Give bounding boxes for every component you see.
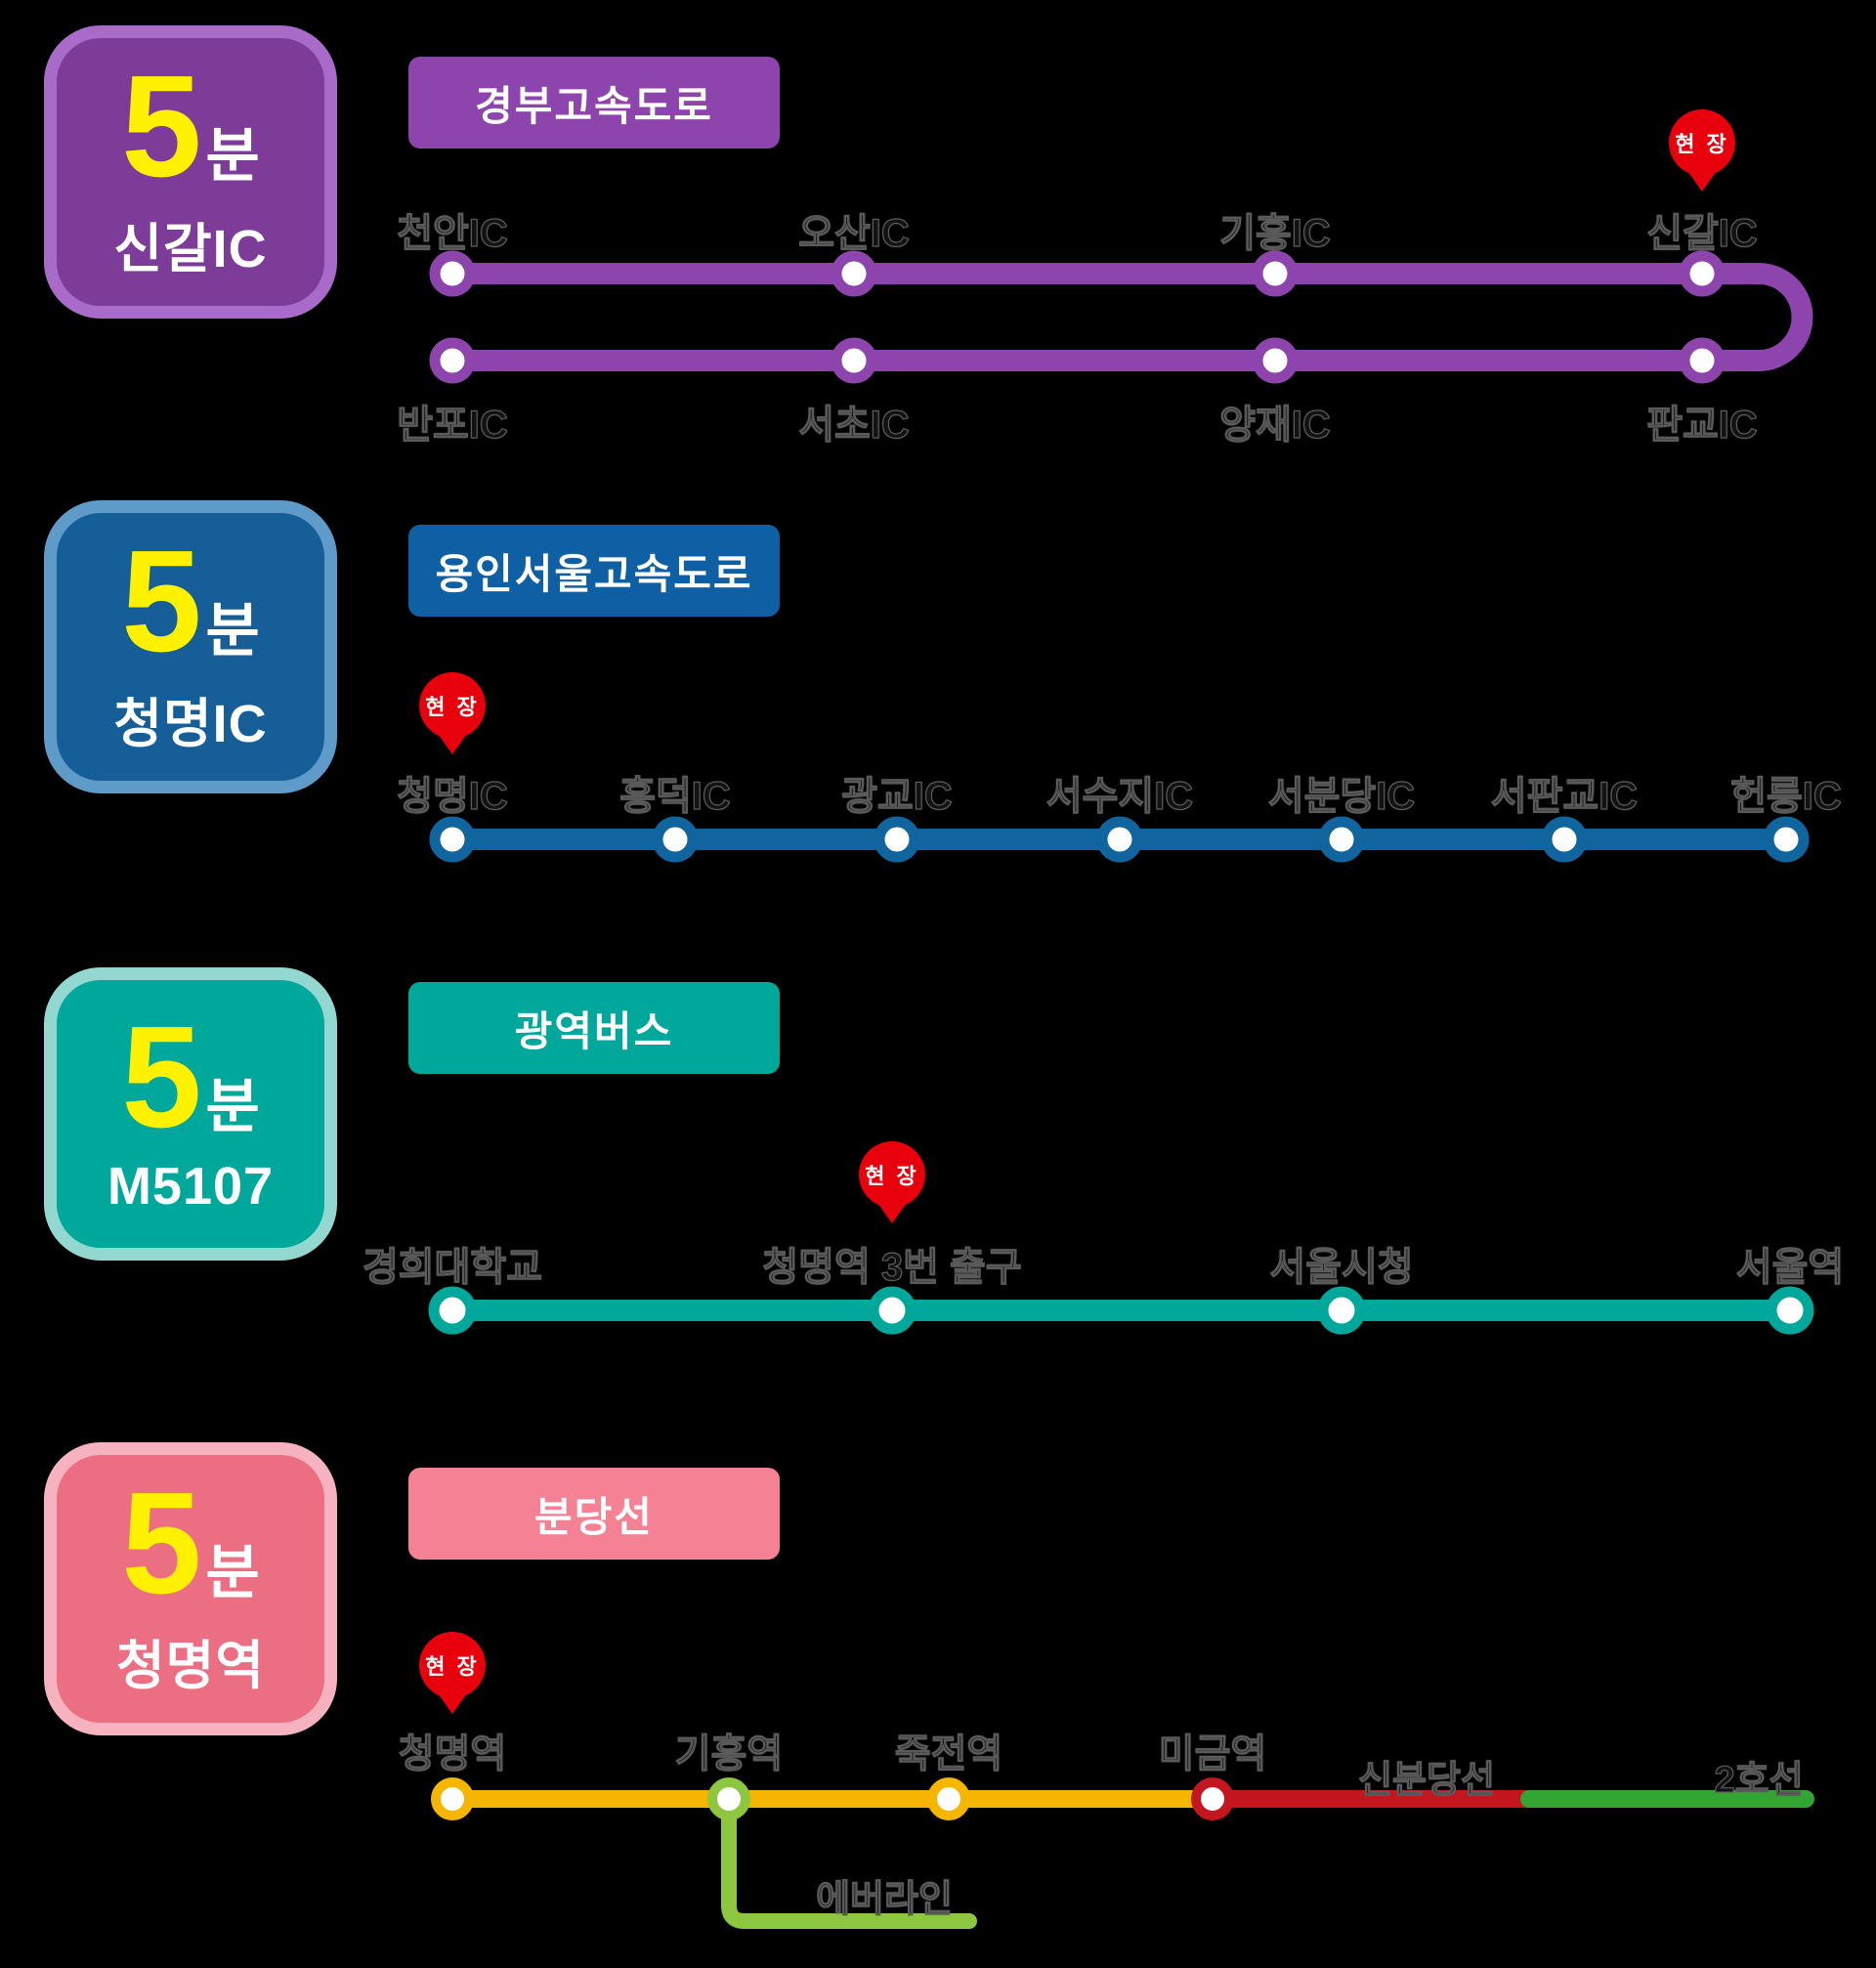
connection-label-line2: 2호선 xyxy=(1714,1759,1804,1801)
stop-label: 기흥IC xyxy=(1219,211,1332,255)
badge-unit: 분 xyxy=(205,1540,260,1605)
station-node xyxy=(1318,816,1365,863)
station-node xyxy=(652,816,699,863)
station-node xyxy=(831,250,877,297)
stop-label: 오산IC xyxy=(798,211,911,255)
site-pin: 현 장 xyxy=(1669,109,1735,176)
station-node xyxy=(1191,1777,1234,1820)
station-node xyxy=(1252,250,1299,297)
station-node xyxy=(1679,250,1726,297)
station-node xyxy=(1252,337,1299,384)
station-node xyxy=(831,337,877,384)
station-node xyxy=(429,337,476,384)
route-name-bundang: 분당선 xyxy=(408,1468,780,1560)
station-node xyxy=(707,1777,750,1820)
station-node xyxy=(1679,337,1726,384)
station-node xyxy=(429,816,476,863)
stop-label: 광교IC xyxy=(841,774,954,818)
route-line-everline xyxy=(721,1795,977,1929)
badge-minutes: 5 xyxy=(121,1463,202,1624)
stop-label: 헌릉IC xyxy=(1730,774,1843,818)
route-name-yongin-seoul: 용인서울고속도로 xyxy=(408,525,780,617)
badge-unit: 분 xyxy=(205,123,260,189)
stop-label: 청명역 3번 출구 xyxy=(762,1245,1022,1289)
stop-label: 서분당IC xyxy=(1267,774,1416,818)
station-node xyxy=(429,250,476,297)
stop-label: 청명역 xyxy=(398,1732,507,1775)
badge-minutes: 5 xyxy=(121,996,202,1158)
badge-minutes: 5 xyxy=(121,521,202,682)
station-node xyxy=(874,816,920,863)
duration-badge-cheongmyeong-ic: 5 분 청명IC xyxy=(44,500,337,793)
station-node xyxy=(1766,1286,1814,1335)
stop-label: 미금역 xyxy=(1158,1732,1267,1775)
station-node xyxy=(1541,816,1588,863)
route-name-bus: 광역버스 xyxy=(408,982,780,1074)
stop-label: 양재IC xyxy=(1219,403,1332,447)
badge-destination: M5107 xyxy=(107,1156,275,1216)
stop-label: 죽전역 xyxy=(894,1732,1003,1775)
station-node xyxy=(1763,816,1810,863)
duration-badge-singal: 5 분 신갈IC xyxy=(44,25,337,319)
stop-label: 서판교IC xyxy=(1490,774,1639,818)
stop-label: 청명IC xyxy=(397,774,509,818)
station-node xyxy=(428,1286,477,1335)
station-node xyxy=(927,1777,970,1820)
stop-label: 서울역 xyxy=(1735,1245,1845,1289)
badge-destination: 신갈IC xyxy=(113,220,268,278)
site-pin-label: 현 장 xyxy=(425,695,480,719)
route-line-gyeongbu xyxy=(442,263,1813,371)
duration-badge-m5107: 5 분 M5107 xyxy=(44,967,337,1261)
site-pin: 현 장 xyxy=(419,672,486,739)
badge-time: 5 분 xyxy=(121,521,260,682)
site-pin-label: 현 장 xyxy=(1675,132,1729,156)
badge-time: 5 분 xyxy=(121,1463,260,1624)
site-pin: 현 장 xyxy=(419,1632,486,1698)
stop-label: 판교IC xyxy=(1646,403,1759,447)
station-node xyxy=(1096,816,1143,863)
route-name-gyeongbu: 경부고속도로 xyxy=(408,57,780,149)
stop-label: 경희대학교 xyxy=(362,1245,542,1289)
badge-time: 5 분 xyxy=(121,46,260,207)
stop-label: 기흥역 xyxy=(674,1732,784,1775)
station-node xyxy=(431,1777,474,1820)
site-pin-label: 현 장 xyxy=(425,1654,480,1679)
badge-time: 5 분 xyxy=(121,996,260,1158)
station-node xyxy=(1317,1286,1366,1335)
badge-destination: 청명IC xyxy=(113,695,268,753)
connection-label-everline: 에버라인 xyxy=(815,1878,953,1920)
stop-label: 반포IC xyxy=(397,403,509,447)
stop-label: 흥덕IC xyxy=(619,774,732,818)
stop-label: 천안IC xyxy=(397,211,509,255)
site-pin-label: 현 장 xyxy=(865,1164,919,1188)
stop-label: 서초IC xyxy=(798,403,911,447)
connection-label-shinbundang: 신분당선 xyxy=(1357,1759,1495,1801)
badge-unit: 분 xyxy=(205,1073,260,1139)
station-node xyxy=(868,1286,917,1335)
duration-badge-cheongmyeong-station: 5 분 청명역 xyxy=(44,1442,337,1735)
badge-minutes: 5 xyxy=(121,46,202,207)
stop-label: 신갈IC xyxy=(1646,211,1759,255)
stop-label: 서수지IC xyxy=(1045,774,1194,818)
badge-unit: 분 xyxy=(205,598,260,663)
badge-destination: 청명역 xyxy=(115,1637,266,1695)
site-pin: 현 장 xyxy=(859,1141,925,1208)
stop-label: 서울시청 xyxy=(1269,1245,1414,1289)
